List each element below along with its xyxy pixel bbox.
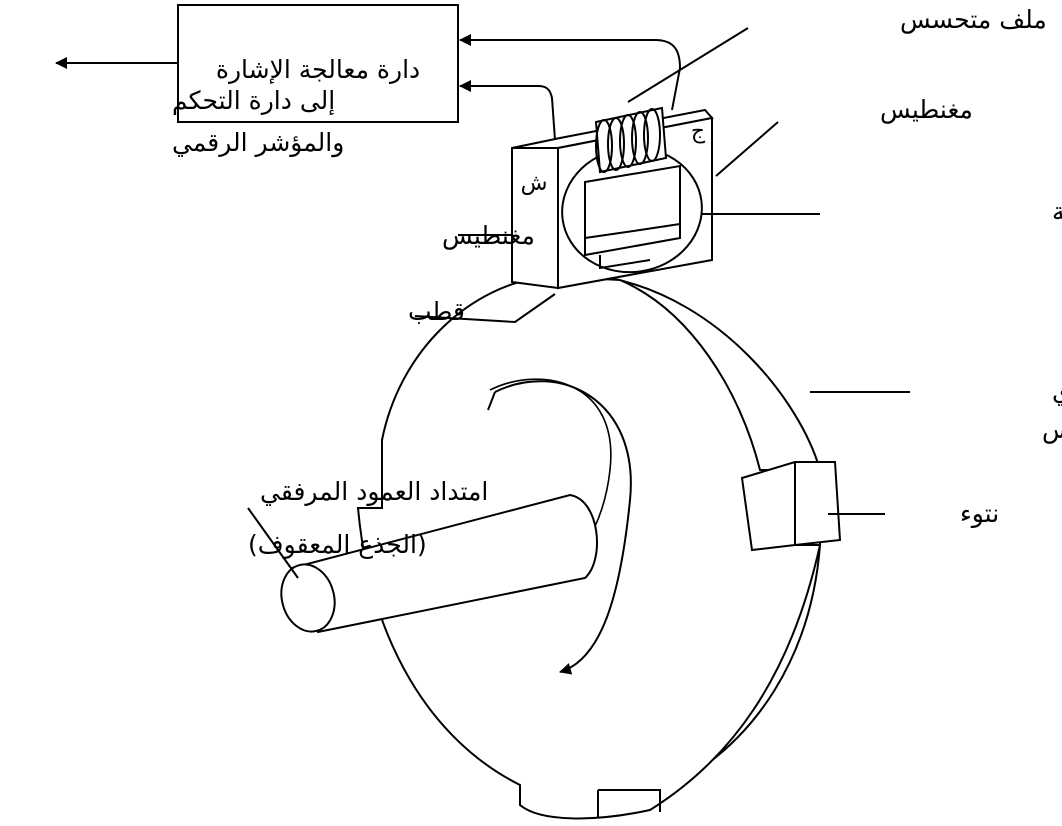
leader-crankshaft [247,507,299,579]
disc-tooth [740,461,842,552]
label-to-control-2: والمؤشر الرقمي [172,128,344,158]
label-tooth: نتوء [960,499,999,528]
magnet-assembly [511,106,714,290]
disc-bottom-notch [597,789,661,818]
magnet-left-pillar [511,147,559,290]
label-magnet-right: مغنطيس [880,95,973,124]
label-signal-circuit: دارة معالجة الإشارة [216,55,420,84]
shaft-end [280,563,336,633]
leader-magnet-right [715,121,779,177]
label-pole-n: ج [691,119,706,144]
rotation-arrow [494,380,632,675]
rotation-arrow-tail [487,391,496,411]
magnet-inner-window [584,164,681,257]
wire-lower [459,80,556,141]
label-steel-disc-2: حساس [1042,415,1062,444]
magnet-inner-step [584,223,681,270]
label-crankshaft-1: امتداد العمود المرفقي [260,477,488,506]
crankshaft-shaft [280,493,598,634]
leader-sensor-coil [627,27,749,103]
label-flux-path: مسار الخطوط المغنطيسية [1052,197,1062,226]
label-sensor-coil: ملف متحسس [900,5,1047,34]
leader-pole [414,293,556,324]
sensor-coil [594,106,668,174]
label-crankshaft-2: (الجذع المعقوف) [248,530,427,559]
label-pole: قطب [408,297,465,326]
label-to-control-1: إلى دارة التحكم [172,86,335,116]
label-steel-disc-1: قرص فولاذي [1052,377,1062,406]
shaft-body [290,493,598,634]
wire-upper [459,34,682,111]
label-pole-s: ش [521,171,548,196]
label-magnet-left: مغنطيس [442,221,535,250]
